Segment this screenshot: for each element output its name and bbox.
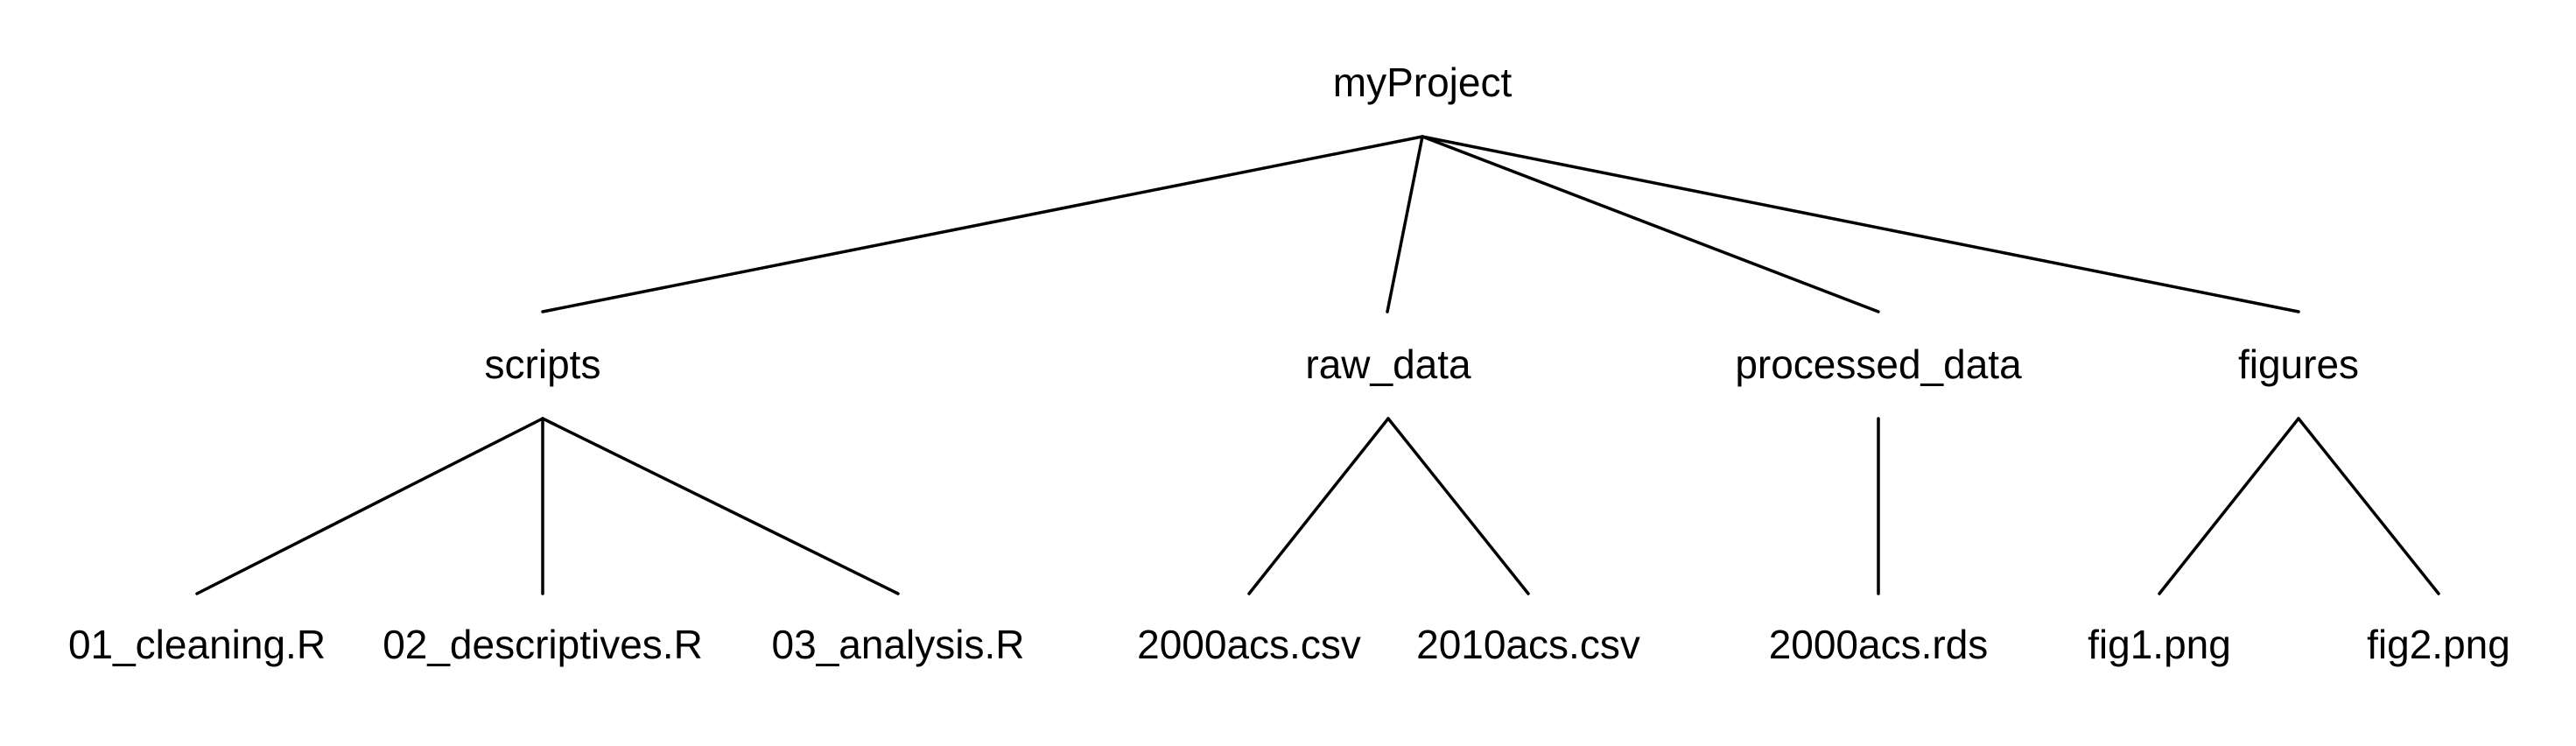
edge-root-scripts	[541, 135, 1424, 313]
folder-label-processed-data: processed_data	[1735, 341, 2022, 387]
edge-root-processed-data	[1421, 135, 1880, 313]
folder-label-figures: figures	[2238, 341, 2359, 387]
tree-edges	[195, 135, 2440, 595]
file-label-01-cleaning: 01_cleaning.R	[68, 622, 326, 667]
file-label-fig2-png: fig2.png	[2367, 622, 2510, 667]
edge-scripts-01-cleaning	[195, 417, 544, 595]
edge-scripts-03-analysis	[541, 417, 900, 595]
file-label-2010acs-csv: 2010acs.csv	[1416, 622, 1640, 667]
folder-label-scripts: scripts	[485, 341, 601, 387]
edge-raw-data-2010acs-csv	[1386, 417, 1530, 595]
edge-raw-data-2000acs-csv	[1247, 417, 1390, 595]
file-label-02-descriptives: 02_descriptives.R	[383, 622, 703, 667]
edge-figures-fig2	[2297, 417, 2440, 595]
folder-label-raw-data: raw_data	[1305, 341, 1471, 387]
edge-figures-fig1	[2158, 417, 2300, 595]
file-label-fig1-png: fig1.png	[2088, 622, 2231, 667]
file-label-2000acs-rds: 2000acs.rds	[1769, 622, 1989, 667]
edge-root-figures	[1421, 135, 2300, 313]
file-label-2000acs-csv: 2000acs.csv	[1137, 622, 1361, 667]
file-label-03-analysis: 03_analysis.R	[772, 622, 1025, 667]
root-folder-label: myProject	[1333, 60, 1513, 105]
edge-root-raw-data	[1386, 135, 1424, 313]
tree-labels: myProject scripts raw_data processed_dat…	[68, 60, 2510, 667]
